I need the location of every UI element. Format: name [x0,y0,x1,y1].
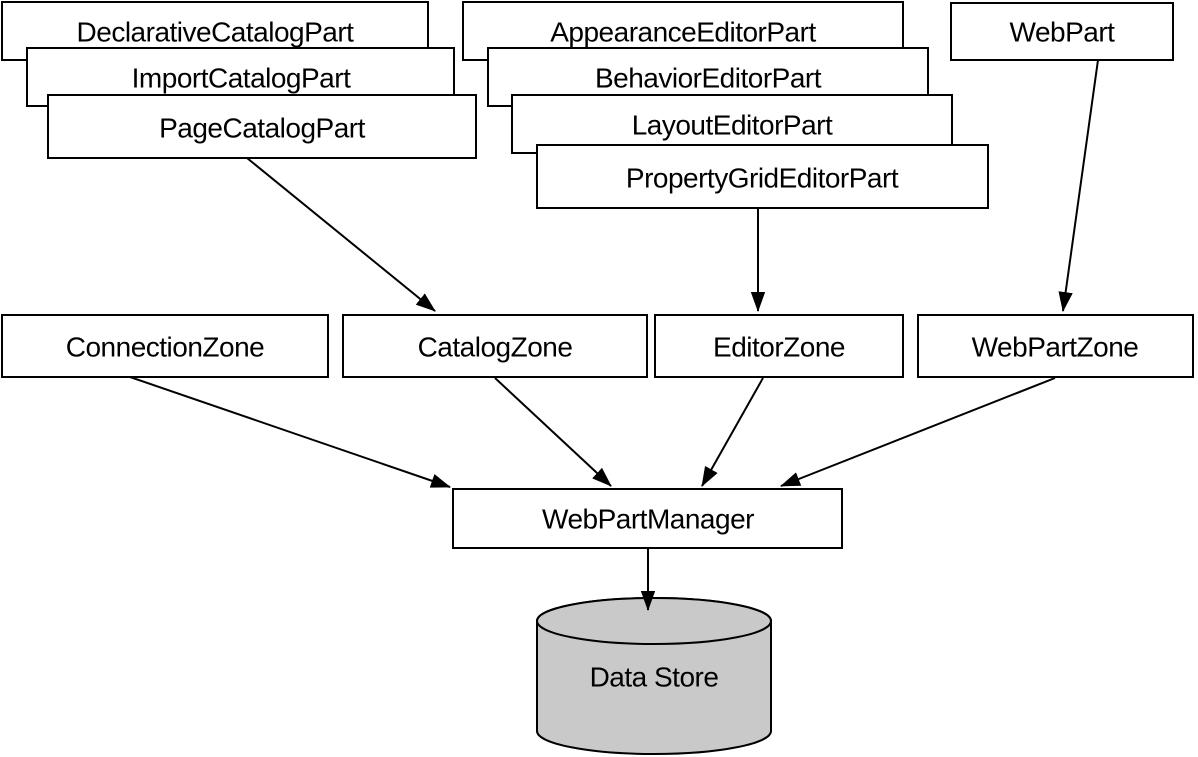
declarative-catalog-part-label: DeclarativeCatalogPart [77,17,355,48]
web-part-box [950,2,1174,61]
web-part-label: WebPart [1010,17,1116,48]
connection-zone-label: ConnectionZone [66,332,264,363]
node-web-part: WebPart [950,2,1174,61]
behavior-editor-part-label: BehaviorEditorPart [595,63,822,94]
catalog-zone-box [342,314,648,378]
node-web-part-zone: WebPartZone [917,314,1194,378]
web-part-manager-label: WebPartManager [542,504,754,535]
node-property-grid-editor-part: PropertyGridEditorPart [536,144,989,209]
import-catalog-part-label: ImportCatalogPart [132,63,351,94]
appearance-editor-part-label: AppearanceEditorPart [550,17,816,48]
property-grid-editor-part-label: PropertyGridEditorPart [626,163,899,194]
page-catalog-part-label: PageCatalogPart [159,113,365,144]
edge-editor-zone-to-web-part-manager [701,377,764,487]
web-part-zone-box [917,314,1194,378]
node-data-store: Data Store [536,597,772,755]
node-web-part-manager: WebPartManager [452,488,843,549]
edge-catalog-zone-to-web-part-manager [494,377,612,487]
node-connection-zone: ConnectionZone [1,314,329,378]
web-part-manager-box [452,488,843,549]
edge-web-part-zone-to-web-part-manager [780,377,1056,487]
catalog-zone-label: CatalogZone [418,332,573,363]
layout-editor-part-label: LayoutEditorPart [632,110,833,141]
edge-page-catalog-part-to-catalog-zone [246,157,436,312]
editor-zone-label: EditorZone [713,332,845,363]
node-page-catalog-part: PageCatalogPart [47,94,477,159]
connection-zone-box [1,314,329,378]
web-part-zone-label: WebPartZone [972,332,1139,363]
property-grid-editor-part-box [536,144,989,209]
page-catalog-part-box [47,94,477,159]
editor-zone-box [654,314,904,378]
node-catalog-zone: CatalogZone [342,314,648,378]
data-store-cylinder-top [536,597,772,645]
data-store-label: Data Store [590,662,719,693]
edge-connection-zone-to-web-part-manager [129,376,451,488]
edge-web-part-to-web-part-zone [1058,59,1099,312]
node-editor-zone: EditorZone [654,314,904,378]
